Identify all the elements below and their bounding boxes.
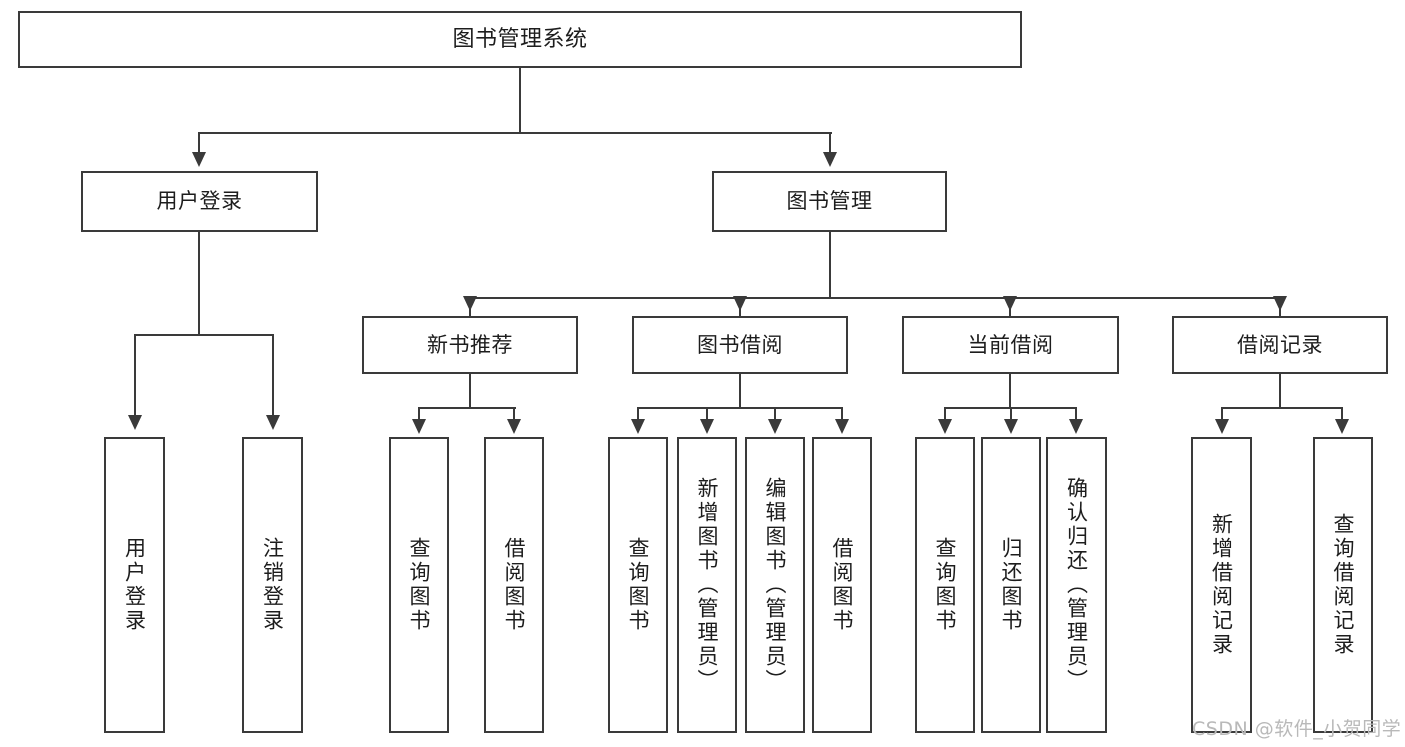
node-label: 借阅记录 [1237,332,1323,357]
arrowhead-user-login [192,152,206,167]
connector-current-borrow-leaf-1 [944,407,946,421]
leaf-edit-book-admin[interactable]: 编辑图书（管理员） [745,437,805,733]
arrowhead-book-borrow-leaf-4 [835,419,849,434]
connector-current-borrow-leaf-2 [1010,407,1012,421]
node-label: 新增借阅记录 [1209,513,1234,657]
connector-book-borrow-leaf-1 [637,407,639,421]
arrowhead-current-borrow-leaf-3 [1069,419,1083,434]
node-label: 查询图书 [626,537,651,633]
arrowhead-book-manage [823,152,837,167]
node-label: 借阅图书 [830,537,855,633]
leaf-query-book-current[interactable]: 查询图书 [915,437,975,733]
node-label: 编辑图书（管理员） [763,477,788,693]
arrowhead-borrow-record-leaf-2 [1335,419,1349,434]
node-root-system[interactable]: 图书管理系统 [18,11,1022,68]
arrowhead-current-borrow-leaf-1 [938,419,952,434]
node-new-book-recommend[interactable]: 新书推荐 [362,316,578,374]
connector-book-borrow-bus [637,407,843,409]
arrowhead-current-borrow [1003,296,1017,311]
node-label: 用户登录 [122,537,147,633]
leaf-query-borrow-record[interactable]: 查询借阅记录 [1313,437,1373,733]
connector-user-login-bus [134,334,274,336]
connector-to-user-login [198,132,200,154]
node-current-borrow[interactable]: 当前借阅 [902,316,1119,374]
connector-current-borrow-leaf-3 [1075,407,1077,421]
arrowhead-new-book-leaf-2 [507,419,521,434]
leaf-query-book-borrow[interactable]: 查询图书 [608,437,668,733]
connector-book-borrow-leaf-2 [706,407,708,421]
connector-book-manage-stem [829,232,831,298]
node-book-borrow[interactable]: 图书借阅 [632,316,848,374]
connector-book-borrow-leaf-3 [774,407,776,421]
arrowhead-leaf-user-login [128,415,142,430]
node-label: 确认归还（管理员） [1064,477,1089,693]
leaf-confirm-return-admin[interactable]: 确认归还（管理员） [1046,437,1107,733]
arrowhead-borrow-record-leaf-1 [1215,419,1229,434]
connector-user-login-leaf-2 [272,334,274,417]
node-label: 新增图书（管理员） [695,477,720,693]
leaf-add-book-admin[interactable]: 新增图书（管理员） [677,437,737,733]
connector-new-book-stem [469,374,471,408]
node-book-management[interactable]: 图书管理 [712,171,947,232]
node-label: 图书管理 [786,189,873,214]
connector-level3-bus [469,297,1280,299]
node-label: 当前借阅 [967,332,1054,357]
arrowhead-leaf-logout [266,415,280,430]
connector-book-borrow-stem [739,374,741,408]
connector-new-book-leaf-2 [513,407,515,421]
node-label: 借阅图书 [502,537,527,633]
arrowhead-book-borrow [733,296,747,311]
leaf-query-book-recommend[interactable]: 查询图书 [389,437,449,733]
connector-borrow-record-leaf-1 [1221,407,1223,421]
node-label: 查询图书 [407,537,432,633]
node-label: 图书借阅 [697,332,783,357]
leaf-logout[interactable]: 注销登录 [242,437,303,733]
connector-root-stem [519,68,521,133]
arrowhead-book-borrow-leaf-1 [631,419,645,434]
connector-borrow-record-bus [1221,407,1343,409]
connector-to-book-manage [829,132,831,154]
leaf-add-borrow-record[interactable]: 新增借阅记录 [1191,437,1252,733]
arrowhead-current-borrow-leaf-2 [1004,419,1018,434]
connector-current-borrow-stem [1009,374,1011,408]
node-label: 查询图书 [933,537,958,633]
arrowhead-new-book [463,296,477,311]
node-borrow-record[interactable]: 借阅记录 [1172,316,1388,374]
arrowhead-book-borrow-leaf-3 [768,419,782,434]
node-label: 归还图书 [999,537,1024,633]
connector-new-book-bus [418,407,516,409]
connector-user-login-stem [198,232,200,335]
node-label: 注销登录 [260,537,285,633]
connector-root-bus [198,132,832,134]
leaf-user-login[interactable]: 用户登录 [104,437,165,733]
arrowhead-new-book-leaf-1 [412,419,426,434]
connector-borrow-record-stem [1279,374,1281,408]
node-label: 图书管理系统 [452,26,588,52]
arrowhead-borrow-record [1273,296,1287,311]
node-label: 新书推荐 [427,332,513,357]
leaf-borrow-book[interactable]: 借阅图书 [812,437,872,733]
arrowhead-book-borrow-leaf-2 [700,419,714,434]
connector-new-book-leaf-1 [418,407,420,421]
node-user-login[interactable]: 用户登录 [81,171,318,232]
leaf-borrow-book-recommend[interactable]: 借阅图书 [484,437,544,733]
connector-borrow-record-leaf-2 [1341,407,1343,421]
connector-book-borrow-leaf-4 [841,407,843,421]
leaf-return-book[interactable]: 归还图书 [981,437,1041,733]
node-label: 查询借阅记录 [1331,513,1356,657]
node-label: 用户登录 [156,189,243,214]
connector-user-login-leaf-1 [134,334,136,417]
